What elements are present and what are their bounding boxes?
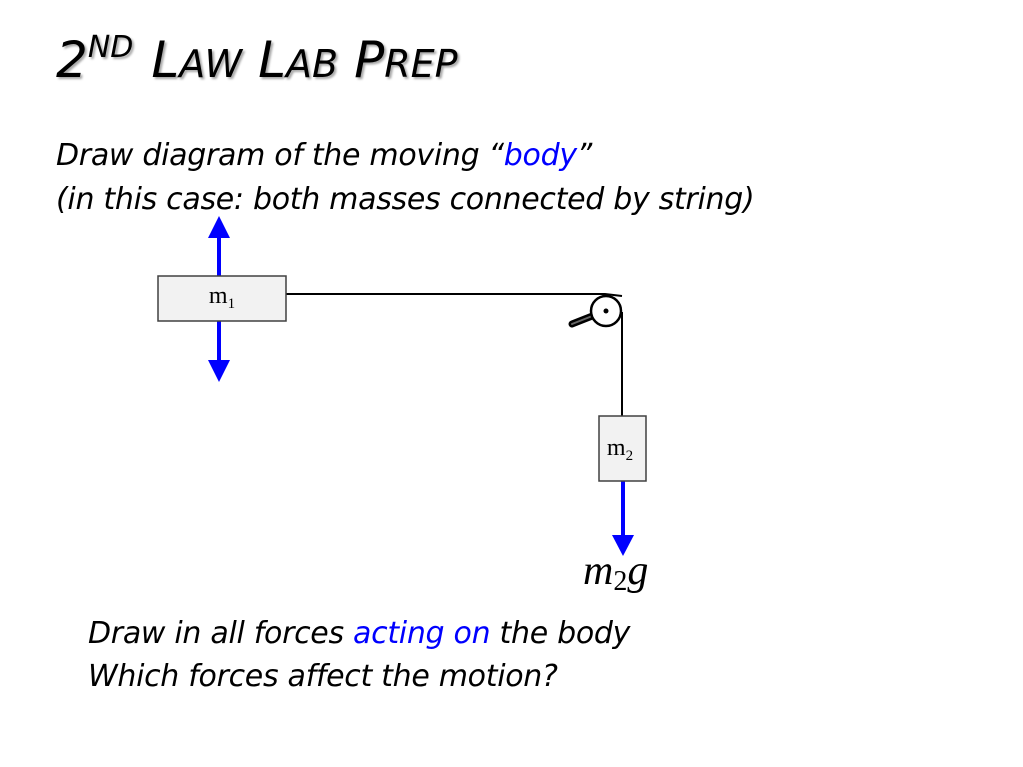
prompt-highlight-acting-on: acting on	[353, 616, 491, 651]
horizontal-string	[286, 293, 623, 297]
pulley-axle	[603, 308, 609, 314]
title-word-1-rest: AW	[179, 42, 243, 86]
m1-down-arrowhead-icon	[208, 360, 230, 382]
prompt-line-1: Draw in all forces acting on the body	[88, 616, 631, 652]
title-word-2-rest: AB	[285, 42, 339, 86]
weight-force-label: m2g	[583, 548, 648, 597]
mass-1-label: m1	[209, 283, 235, 312]
instruction-line-1-suffix: ”	[576, 138, 593, 173]
title-word-2-initial: L	[258, 31, 286, 89]
prompt-line-1-suffix: the body	[490, 616, 631, 651]
mass-2-block	[598, 415, 647, 482]
title-word-3-initial: P	[354, 31, 385, 89]
title-word-1-initial: L	[151, 31, 180, 89]
m2-weight-arrowhead-icon	[612, 535, 634, 556]
m1-up-arrowhead-icon	[208, 216, 230, 238]
prompt-line-1-prefix: Draw in all forces	[88, 616, 354, 651]
instruction-line-2: (in this case: both masses connected by …	[56, 182, 755, 217]
instruction-line-1: Draw diagram of the moving “body”	[56, 138, 593, 174]
title-word-3-rest: REP	[384, 42, 458, 86]
title-superscript: ND	[87, 30, 134, 65]
title-number: 2	[56, 31, 88, 89]
mass-2-label: m2	[607, 435, 633, 464]
mass-1-block	[157, 275, 287, 322]
instruction-highlight-body: body	[503, 138, 577, 173]
prompt-line-2: Which forces affect the motion?	[88, 659, 558, 694]
instruction-line-1-prefix: Draw diagram of the moving “	[56, 138, 504, 173]
